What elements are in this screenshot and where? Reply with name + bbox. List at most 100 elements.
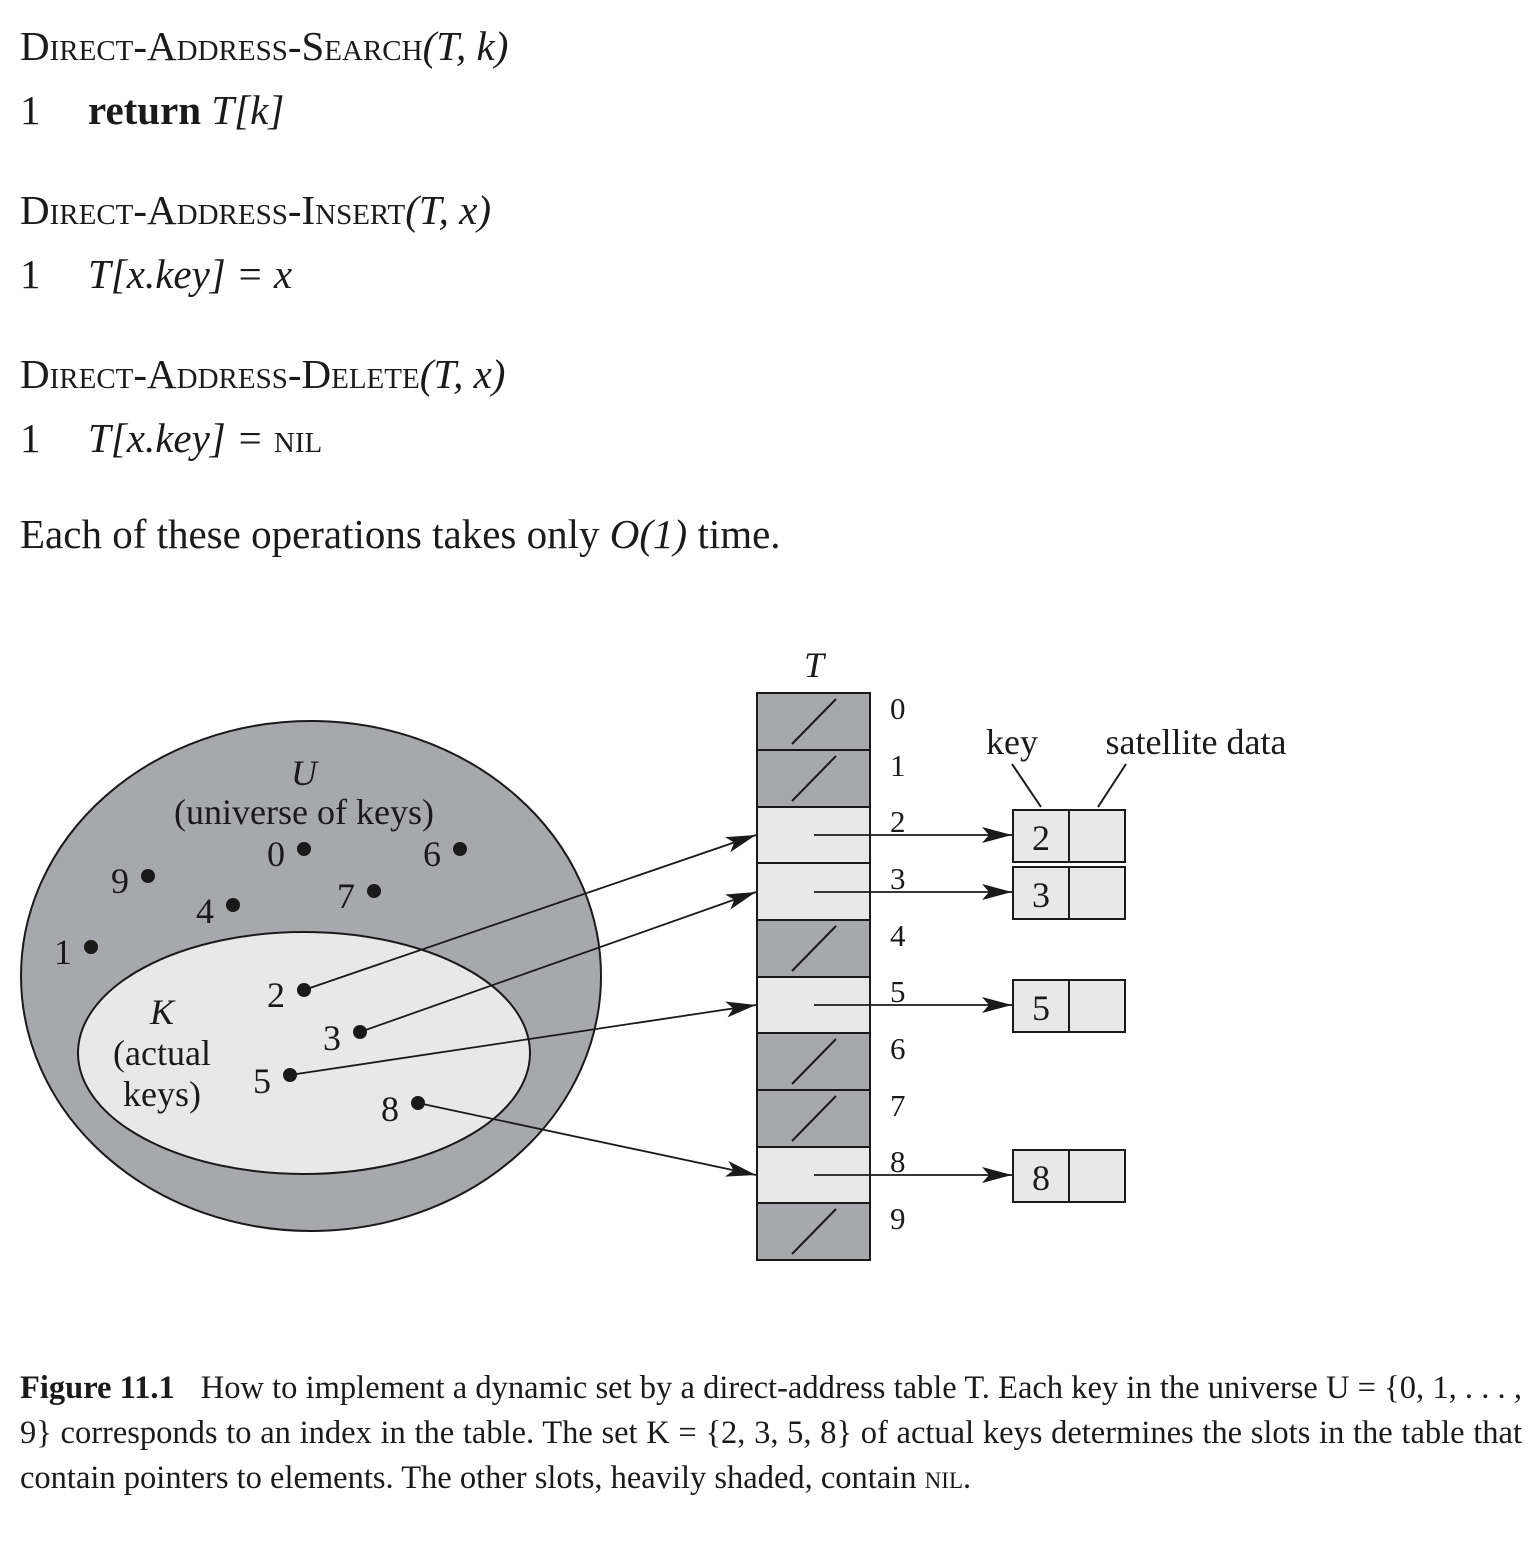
procedure-name: Direct-Address-Delete [20,351,420,397]
universe-key-1: 1 [54,932,98,972]
code-expression: T[k] [211,87,285,133]
element-key: 3 [1032,875,1050,915]
key-label: 9 [111,861,129,901]
universe-key-7: 7 [337,876,381,916]
element-2: 2 [1012,809,1126,863]
key-to-slot-arrow [359,891,757,1033]
slot-cell-pointer [756,976,871,1034]
key-to-slot-arrow [417,1102,757,1177]
keyword: return [88,87,202,133]
table-slot-7: 7 [756,1088,906,1148]
element-5: 5 [1012,979,1126,1033]
procedure-signature: Direct-Address-Search(T, k) [20,22,508,70]
satellite-header: satellite data [1106,722,1287,762]
procedure-name: Direct-Address-Insert [20,187,406,233]
slot-index: 2 [890,804,906,839]
key-label: 5 [253,1061,271,1101]
procedure-name: Direct-Address-Search [20,23,423,69]
universe-key-4: 4 [196,891,240,931]
direct-address-figure: U (universe of keys) K (actual keys) 0 1… [20,645,1287,1261]
actual-keys-description-1: (actual [113,1033,211,1073]
procedure-signature: Direct-Address-Delete(T, x) [20,350,505,398]
line-number: 1 [20,87,41,133]
key-header: key [986,722,1038,762]
procedure-params: (T, x) [405,187,492,233]
line-number: 1 [20,415,41,461]
nil-slash [791,1208,837,1255]
table-slot-2: 2 [756,804,906,864]
slot-index: 6 [890,1031,906,1066]
key-label: 7 [337,876,355,916]
nil-slash [791,755,837,802]
table-slot-5: 5 [756,974,906,1034]
key-dot [453,842,467,856]
key-dot [84,940,98,954]
element-satellite-cell [1068,809,1126,863]
procedure-search: Direct-Address-Search(T, k) 1 return T[k] [20,22,508,134]
slot-index: 7 [890,1088,906,1123]
key-label: 2 [267,975,285,1015]
actual-keys-ellipse [77,931,531,1175]
element-satellite-cell [1068,979,1126,1033]
nil-constant: nil [273,415,323,461]
actual-keys-description-2: keys) [123,1074,201,1114]
line-number: 1 [20,251,41,297]
element-8: 8 [1012,1149,1126,1203]
table-slot-4: 4 [756,918,906,978]
nil-slash [791,698,837,745]
element-key-cell [1012,809,1070,863]
key-label: 4 [196,891,214,931]
key-dot [226,898,240,912]
slot-index: 4 [890,918,906,953]
element-satellite-cell [1068,866,1126,920]
element-key: 2 [1032,818,1050,858]
prose-text: Each of these operations takes only [20,511,610,557]
procedure-params: (T, x) [419,351,506,397]
table-label: T [804,645,827,685]
key-to-slot-arrow [289,1001,757,1076]
key-dot [297,842,311,856]
slot-index: 5 [890,974,906,1009]
universe-key-0: 0 [267,834,311,874]
procedure-signature: Direct-Address-Insert(T, x) [20,186,491,234]
universe-key-6: 6 [423,834,467,874]
table-slot-9: 9 [756,1201,906,1261]
key-dot [367,884,381,898]
satellite-header-leader [1097,763,1127,808]
universe-label: U [291,753,319,793]
key-dot [141,869,155,883]
key-label: 1 [54,932,72,972]
actual-key-2: 2 [267,975,311,1015]
table-slot-6: 6 [756,1031,906,1091]
table-slot-8: 8 [756,1144,906,1204]
prose-math: O(1) [609,511,688,557]
caption-nil: nil [924,1460,963,1496]
key-to-slot-arrow [303,834,757,991]
slot-index: 9 [890,1201,906,1236]
key-label: 0 [267,834,285,874]
element-satellite-cell [1068,1149,1126,1203]
actual-keys-label: K [149,992,176,1032]
slot-index: 1 [890,748,906,783]
prose-sentence: Each of these operations takes only O(1)… [20,510,781,558]
universe-description: (universe of keys) [174,792,434,832]
nil-slash [791,1095,837,1142]
element-key: 8 [1032,1158,1050,1198]
nil-slash [791,925,837,972]
key-label: 3 [323,1018,341,1058]
table-slot-3: 3 [756,861,906,921]
key-label: 8 [381,1089,399,1129]
table-slot-0: 0 [756,691,906,751]
procedure-params: (T, k) [422,23,509,69]
code-expression: T[x.key] = [88,415,264,461]
caption-end: . [963,1460,972,1496]
element-3: 3 [1012,866,1126,920]
key-label: 6 [423,834,441,874]
universe-key-9: 9 [111,861,155,901]
code-line: 1 return T[k] [20,86,508,134]
slot-index: 0 [890,691,906,726]
